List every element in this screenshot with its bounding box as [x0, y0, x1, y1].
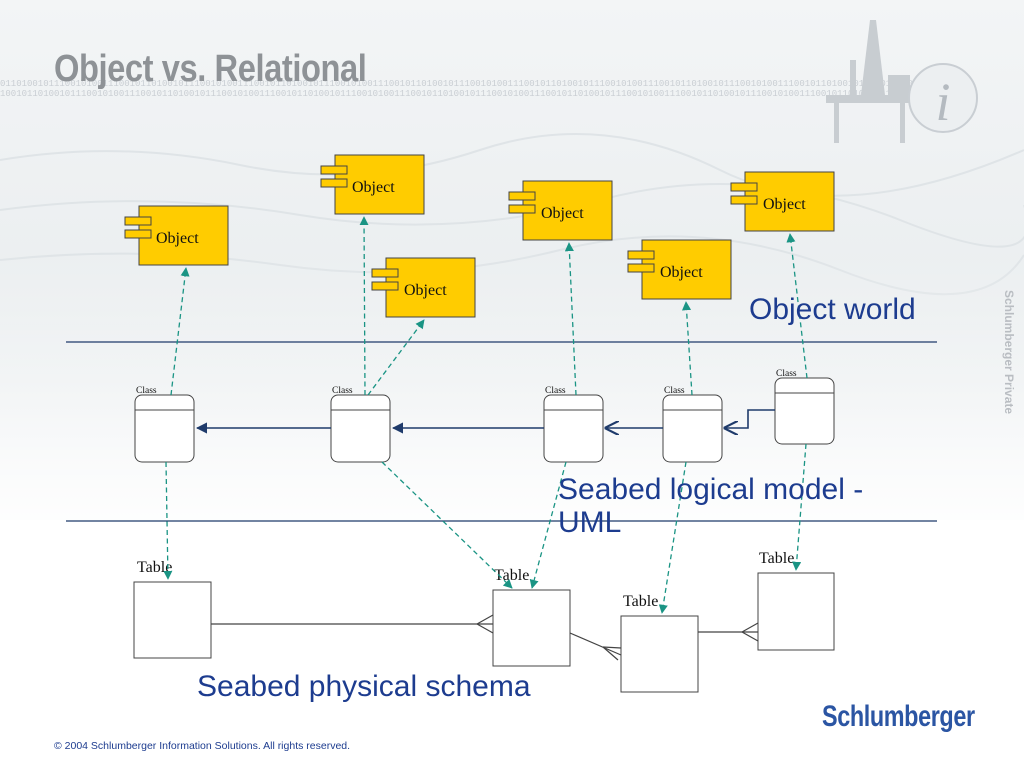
- class-label: Class: [776, 369, 797, 379]
- class-label: Class: [545, 386, 566, 396]
- svg-text:100101101001011100101001110010: 1001011010010111001010011100101101001011…: [0, 89, 929, 99]
- table-label: Table: [623, 593, 658, 610]
- class-box: Class: [543, 386, 604, 463]
- object-label: Object: [352, 179, 395, 196]
- table-label: Table: [137, 559, 172, 576]
- side-classification-label: Schlumberger Private: [1002, 290, 1016, 415]
- object-label: Object: [541, 205, 584, 222]
- info-icon: i: [908, 63, 978, 133]
- object-component: Object: [730, 171, 835, 232]
- logical-model-label: Seabed logical model - UML: [558, 473, 864, 539]
- class-box: Class: [330, 386, 391, 463]
- mapping-connectors: [163, 216, 808, 614]
- schlumberger-logo: Schlumberger: [822, 700, 975, 733]
- object-label: Object: [156, 230, 199, 247]
- class-box: Class: [662, 386, 723, 463]
- object-component: Object: [124, 205, 229, 266]
- table-box: Table: [133, 559, 212, 659]
- svg-text:011010010111001010011100101101: 0110100101110010100111001011010010111001…: [0, 79, 929, 89]
- object-world-label: Object world: [749, 293, 916, 326]
- uml-relationships: [195, 409, 775, 428]
- copyright-notice: © 2004 Schlumberger Information Solution…: [54, 740, 351, 752]
- object-component: Object: [627, 239, 732, 300]
- object-label: Object: [660, 264, 703, 281]
- object-label: Object: [763, 196, 806, 213]
- table-label: Table: [494, 567, 529, 584]
- object-component: Object: [320, 154, 425, 215]
- oil-platform-icon: [826, 20, 916, 143]
- table-label: Table: [759, 550, 794, 567]
- class-box: Class: [774, 369, 835, 445]
- object-label: Object: [404, 282, 447, 299]
- class-label: Class: [664, 386, 685, 396]
- table-box: Table: [757, 550, 835, 651]
- association-arrow: [725, 409, 775, 428]
- table-box: Table: [492, 567, 571, 667]
- class-label: Class: [332, 386, 353, 396]
- object-component: Object: [508, 180, 613, 241]
- table-relationships: [211, 614, 759, 661]
- table-box: Table: [620, 593, 699, 693]
- physical-schema-label: Seabed physical schema: [197, 670, 531, 703]
- class-box: Class: [134, 386, 195, 463]
- object-component: Object: [371, 257, 476, 318]
- slide-title: Object vs. Relational: [54, 48, 367, 90]
- svg-text:i: i: [935, 72, 950, 132]
- class-label: Class: [136, 386, 157, 396]
